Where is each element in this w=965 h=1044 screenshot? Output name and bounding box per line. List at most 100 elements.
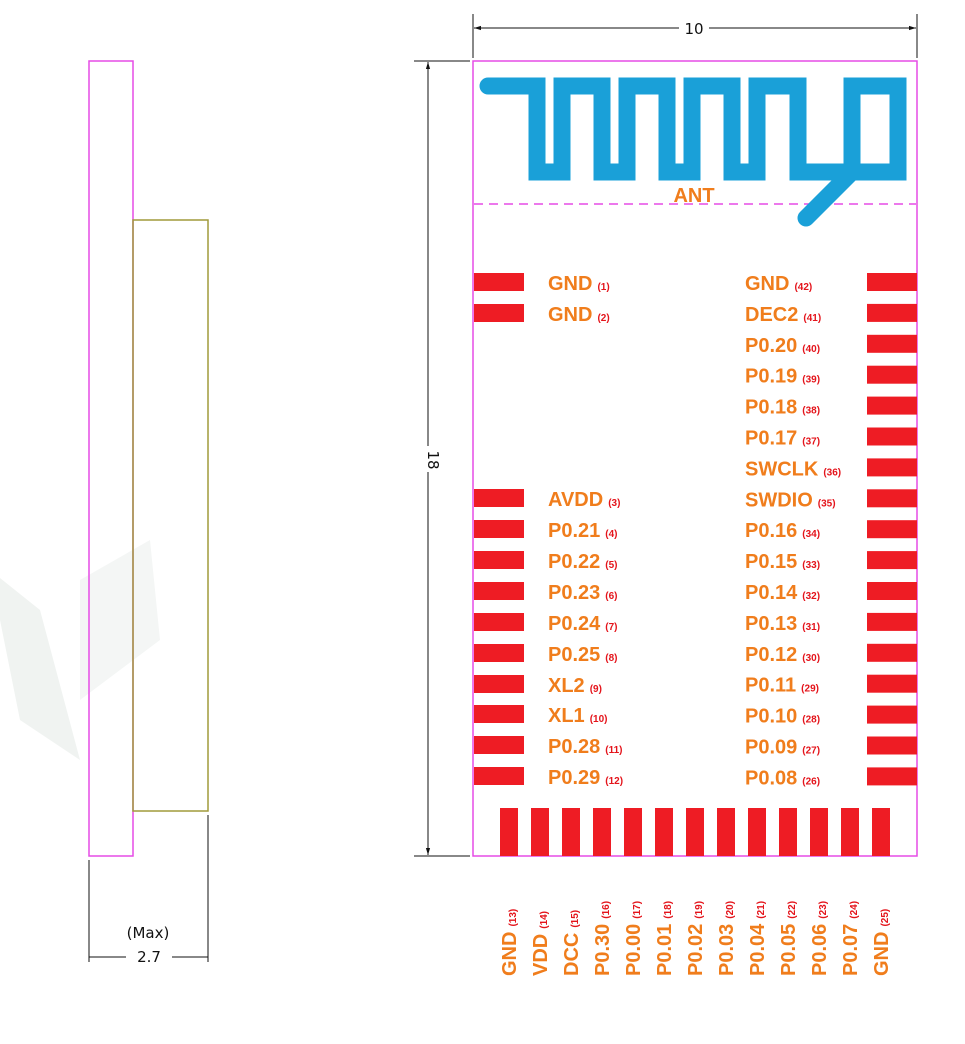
- pin-label-bottom: P0.06 (23): [809, 901, 831, 976]
- pad-right-17: [867, 767, 917, 786]
- pad-bottom-25: [872, 808, 890, 856]
- pin-name: P0.04: [747, 923, 769, 976]
- pin-name: P0.08: [745, 767, 797, 789]
- pin-name: GND: [745, 273, 789, 295]
- pin-number: (23): [818, 901, 829, 919]
- pad-left-8: [474, 644, 524, 662]
- pin-number: (42): [794, 282, 812, 293]
- pad-right-1: [867, 273, 917, 291]
- pin-number: (36): [823, 467, 841, 478]
- left-pad-row: GND(1)GND(2)AVDD(3)P0.21(4)P0.22(5)P0.23…: [474, 273, 623, 789]
- pad-bottom-21: [748, 808, 766, 856]
- pin-number: (5): [605, 560, 617, 571]
- pin-label-right: P0.16(34): [745, 520, 820, 542]
- pad-right-4: [867, 365, 917, 384]
- pad-right-8: [867, 489, 917, 508]
- pin-number: (15): [570, 910, 581, 928]
- pin-label-left: P0.22(5): [548, 551, 618, 573]
- pin-name: P0.03: [716, 924, 738, 976]
- pin-label-bottom: DCC (15): [561, 910, 583, 976]
- pin-number: (32): [802, 591, 820, 602]
- pin-number: (24): [849, 901, 860, 919]
- pin-number: (13): [508, 909, 519, 927]
- pad-bottom-13: [500, 808, 518, 856]
- thickness-note: (Max): [127, 924, 170, 942]
- pin-name: P0.05: [778, 924, 800, 976]
- pin-number: (1): [597, 282, 609, 293]
- pad-left-7: [474, 613, 524, 631]
- pin-label-bottom: P0.03(20): [716, 901, 738, 976]
- pin-label-right: P0.19(39): [745, 366, 820, 388]
- pin-name: P0.07: [840, 924, 862, 976]
- pad-bottom-20: [717, 808, 735, 856]
- pin-number: (18): [663, 901, 674, 919]
- pad-right-16: [867, 736, 917, 755]
- pin-label-bottom: GND (25): [871, 909, 893, 976]
- pin-label-bottom: P0.00(17): [623, 901, 645, 976]
- pin-name: DCC: [561, 933, 583, 976]
- height-value: 18: [424, 450, 442, 469]
- pin-label-right: P0.17(37): [745, 428, 820, 450]
- pin-label-right: P0.14(32): [745, 582, 820, 604]
- pad-right-2: [867, 303, 917, 322]
- pad-bottom-17: [624, 808, 642, 856]
- antenna-label: ANT: [673, 185, 714, 207]
- pin-label-right: P0.13(31): [745, 613, 820, 635]
- pad-bottom-18: [655, 808, 673, 856]
- pin-number: (17): [632, 901, 643, 919]
- pad-left-12: [474, 767, 524, 785]
- pin-label-bottom: VDD(14): [530, 911, 552, 976]
- pad-bottom-15: [562, 808, 580, 856]
- pin-name: P0.06: [809, 924, 831, 976]
- pin-name: SWDIO: [745, 489, 813, 511]
- pad-bottom-16: [593, 808, 611, 856]
- pin-label-left: P0.25(8): [548, 644, 618, 666]
- pin-name: XL2: [548, 675, 585, 697]
- pin-name: P0.18: [745, 397, 797, 419]
- pin-label-bottom: P0.07 (24): [840, 901, 862, 976]
- pin-name: P0.20: [745, 335, 797, 357]
- pin-number: (41): [803, 313, 821, 324]
- pad-left-5: [474, 551, 524, 569]
- pad-bottom-22: [779, 808, 797, 856]
- pin-label-bottom: P0.01 (18): [654, 901, 676, 976]
- pin-number: (34): [802, 529, 820, 540]
- pad-bottom-23: [810, 808, 828, 856]
- width-value: 10: [684, 20, 703, 38]
- pin-name: P0.17: [745, 428, 797, 450]
- pin-label-left: P0.29 (12): [548, 767, 623, 789]
- pad-right-9: [867, 520, 917, 539]
- pin-number: (21): [756, 901, 767, 919]
- pad-right-13: [867, 643, 917, 662]
- pin-number: (26): [802, 776, 820, 787]
- pin-number: (11): [605, 745, 622, 756]
- pin-name: P0.28: [548, 736, 600, 758]
- pin-number: (39): [802, 375, 820, 386]
- pin-name: GND: [871, 932, 893, 976]
- pad-right-11: [867, 582, 917, 600]
- pin-label-right: P0.11(29): [745, 675, 819, 697]
- pin-label-bottom: GND(13): [499, 909, 521, 976]
- pin-number: (2): [597, 313, 609, 324]
- pin-name: P0.09: [745, 737, 797, 759]
- antenna-trace: [479, 77, 907, 227]
- pin-name: P0.01: [654, 924, 676, 976]
- pin-name: P0.11: [745, 675, 796, 697]
- pin-number: (12): [605, 776, 623, 787]
- pin-label-right: P0.08 (26): [745, 767, 820, 789]
- pin-number: (38): [802, 406, 820, 417]
- pin-name: P0.21: [548, 520, 600, 542]
- pin-name: P0.13: [745, 613, 797, 635]
- top-view: 10 18 ANT GND(1)GND(2)AVDD(3)P0.21(4)P0.…: [414, 14, 918, 976]
- pin-name: GND: [548, 304, 592, 326]
- pin-label-right: GND (42): [745, 273, 812, 295]
- pad-left-4: [474, 520, 524, 538]
- pin-label-right: P0.18 (38): [745, 397, 820, 419]
- pin-label-left: XL1(10): [548, 705, 607, 727]
- pin-name: P0.10: [745, 706, 797, 728]
- side-view: (Max) 2.7: [88, 60, 209, 966]
- pad-left-9: [474, 675, 524, 693]
- pin-name: P0.29: [548, 767, 600, 789]
- pin-number: (25): [880, 909, 891, 927]
